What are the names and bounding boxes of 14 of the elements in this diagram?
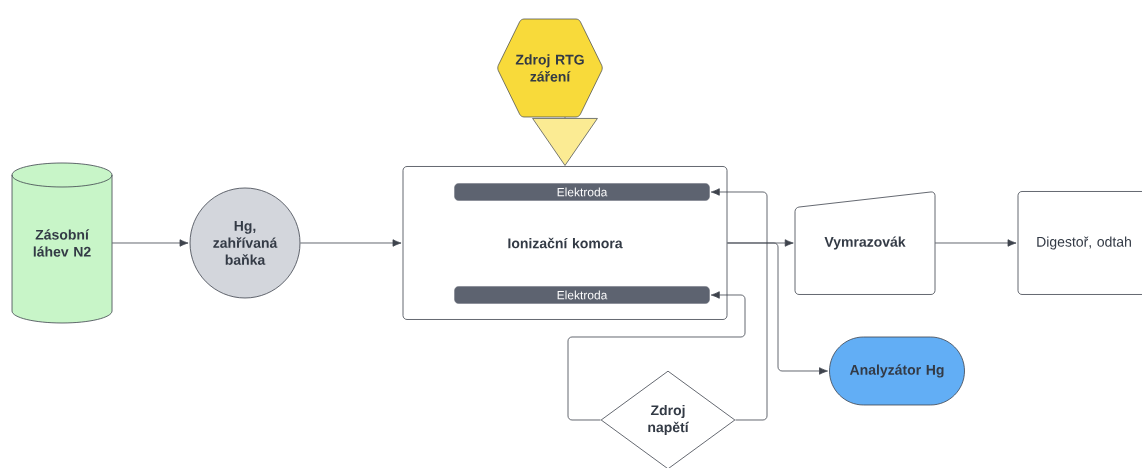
arrow [300, 239, 402, 247]
arrow [727, 242, 828, 375]
storage-cylinder: Zásobní láhev N2 [11, 162, 113, 324]
source-hexagon: Zdroj RTG záření [497, 18, 603, 118]
electrode-bar: Elektroda [454, 286, 710, 304]
analyzer-box: Analyzátor Hg [829, 336, 965, 406]
arrow [567, 291, 746, 421]
cooler-trapezoid: Vymrazovák [794, 191, 936, 295]
arrow [710, 188, 768, 421]
arrow [934, 239, 1017, 247]
arrow [111, 239, 189, 247]
radiation-chevron [532, 116, 598, 166]
electrode-bar: Elektroda [454, 183, 710, 201]
fume-hood-box: Digestoř, odtah [1017, 191, 1142, 295]
